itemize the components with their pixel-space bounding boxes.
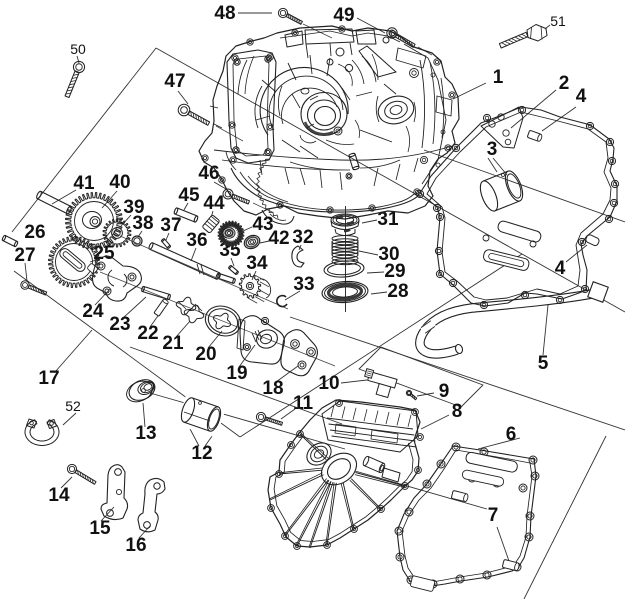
svg-text:46: 46 — [198, 163, 219, 184]
svg-text:33: 33 — [293, 274, 314, 295]
svg-text:31: 31 — [377, 209, 399, 230]
svg-text:38: 38 — [132, 213, 153, 234]
svg-text:3: 3 — [487, 139, 498, 160]
svg-text:47: 47 — [164, 71, 185, 92]
svg-text:13: 13 — [135, 423, 156, 444]
svg-text:30: 30 — [378, 244, 399, 265]
svg-text:21: 21 — [162, 333, 184, 354]
svg-text:5: 5 — [538, 353, 549, 374]
svg-text:8: 8 — [452, 401, 463, 422]
svg-text:6: 6 — [506, 424, 517, 445]
svg-text:2: 2 — [559, 73, 570, 94]
svg-text:7: 7 — [488, 505, 499, 526]
svg-text:24: 24 — [82, 301, 104, 322]
svg-text:45: 45 — [178, 185, 200, 206]
svg-text:11: 11 — [293, 393, 314, 414]
svg-text:4: 4 — [555, 258, 566, 279]
svg-text:4: 4 — [576, 86, 587, 107]
svg-text:32: 32 — [292, 227, 313, 248]
svg-text:18: 18 — [262, 378, 283, 399]
svg-text:12: 12 — [191, 443, 212, 464]
svg-text:23: 23 — [109, 314, 130, 335]
svg-text:9: 9 — [439, 381, 450, 402]
svg-text:49: 49 — [333, 5, 354, 26]
svg-text:48: 48 — [214, 3, 235, 24]
svg-text:16: 16 — [125, 535, 146, 556]
svg-text:26: 26 — [24, 222, 45, 243]
svg-text:43: 43 — [252, 214, 273, 235]
svg-text:37: 37 — [160, 215, 181, 236]
svg-text:1: 1 — [493, 67, 504, 88]
svg-text:42: 42 — [268, 228, 289, 249]
svg-text:19: 19 — [226, 363, 247, 384]
svg-text:51: 51 — [550, 13, 566, 29]
svg-text:52: 52 — [65, 398, 81, 414]
svg-text:41: 41 — [73, 173, 95, 194]
svg-text:27: 27 — [14, 245, 35, 266]
svg-text:17: 17 — [38, 368, 59, 389]
svg-text:50: 50 — [70, 41, 86, 57]
svg-text:40: 40 — [109, 172, 130, 193]
svg-text:22: 22 — [137, 323, 158, 344]
svg-text:20: 20 — [195, 344, 216, 365]
svg-text:28: 28 — [387, 281, 408, 302]
svg-text:15: 15 — [89, 518, 111, 539]
svg-text:35: 35 — [219, 240, 241, 261]
svg-text:36: 36 — [186, 230, 207, 251]
svg-text:44: 44 — [203, 193, 225, 214]
svg-text:10: 10 — [318, 373, 339, 394]
svg-text:29: 29 — [384, 261, 405, 282]
svg-text:34: 34 — [246, 253, 268, 274]
svg-text:14: 14 — [48, 485, 70, 506]
svg-text:39: 39 — [123, 197, 144, 218]
